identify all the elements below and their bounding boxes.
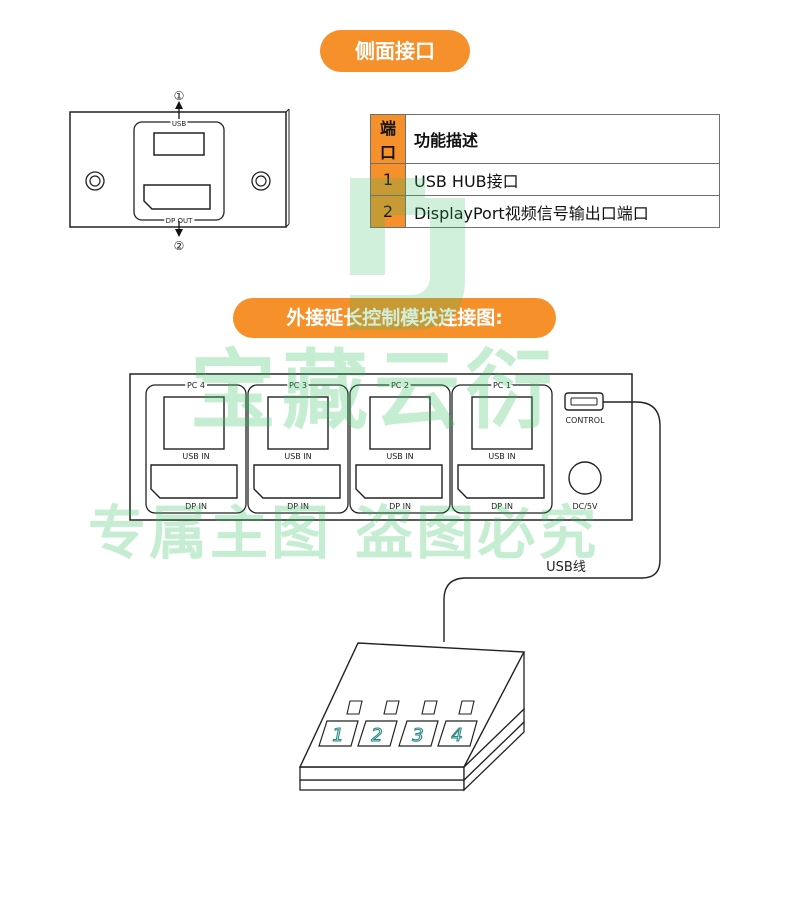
- section-title-connection-diagram: 外接延长控制模块连接图:: [233, 298, 556, 338]
- led-indicator: [421, 700, 438, 715]
- key-label: 4: [451, 725, 462, 746]
- pc-label: PC 4: [187, 381, 205, 390]
- led-indicator: [346, 700, 363, 715]
- pc-port-group-3: PC 3 USB IN DP IN: [247, 379, 349, 514]
- screw-right: [251, 171, 271, 191]
- pc-port-group-4: PC 4 USB IN DP IN: [145, 379, 247, 514]
- table-header-row: 端口 功能描述: [370, 114, 720, 164]
- connection-diagram: PC 4 USB IN DP IN PC 3 USB IN DP IN PC 2…: [129, 373, 661, 792]
- port-table: 端口 功能描述 1 USB HUB接口 2 DisplayPort视频信号输出口…: [370, 114, 720, 228]
- usb-in-label: USB IN: [386, 452, 413, 461]
- side-panel-diagram: USB DP OUT ① ②: [69, 89, 290, 253]
- dp-in-label: DP IN: [185, 502, 207, 511]
- table-cell-desc: DisplayPort视频信号输出口端口: [405, 195, 720, 228]
- table-cell-port: 2: [370, 195, 406, 228]
- power-jack: [568, 461, 602, 495]
- keypad-key-4[interactable]: 4: [437, 700, 478, 747]
- dp-in-port: [355, 464, 443, 499]
- usb-port: [153, 132, 205, 156]
- usb-in-label: USB IN: [182, 452, 209, 461]
- key-label: 3: [412, 725, 423, 746]
- dp-in-label: DP IN: [491, 502, 513, 511]
- dp-in-port: [253, 464, 341, 499]
- arrow-down-icon: [175, 229, 183, 237]
- marker-2: ②: [174, 239, 185, 253]
- pc-port-group-2: PC 2 USB IN DP IN: [349, 379, 451, 514]
- usb-in-port: [163, 396, 225, 450]
- usb-in-port: [267, 396, 329, 450]
- table-row: 2 DisplayPort视频信号输出口端口: [370, 195, 720, 228]
- power-label: DC/5V: [572, 502, 598, 511]
- dp-port: [143, 184, 211, 210]
- keypad-key-3[interactable]: 3: [398, 700, 439, 747]
- usb-in-port: [369, 396, 431, 450]
- watermark-logo-mark: [350, 178, 465, 330]
- table-header-desc: 功能描述: [405, 114, 720, 164]
- key-label: 2: [371, 725, 382, 746]
- pc-label: PC 1: [493, 381, 511, 390]
- keypad-device: [298, 642, 526, 792]
- dp-in-label: DP IN: [389, 502, 411, 511]
- keypad-key-1[interactable]: 1: [318, 700, 363, 747]
- dp-in-label: DP IN: [287, 502, 309, 511]
- arrow-up-icon: [175, 101, 183, 109]
- usb-in-label: USB IN: [284, 452, 311, 461]
- control-label: CONTROL: [565, 416, 605, 425]
- table-header-port: 端口: [370, 114, 406, 164]
- dp-in-port: [150, 464, 238, 499]
- pc-port-group-1: PC 1 USB IN DP IN: [451, 379, 553, 514]
- usb-in-label: USB IN: [488, 452, 515, 461]
- pc-label: PC 2: [391, 381, 409, 390]
- usb-cable: [443, 401, 661, 642]
- key-label: 1: [332, 725, 343, 746]
- cable-label: USB线: [546, 560, 586, 575]
- keypad-key-2[interactable]: 2: [357, 700, 400, 747]
- led-indicator: [458, 700, 475, 715]
- marker-1: ①: [174, 89, 185, 103]
- screw-left: [85, 171, 105, 191]
- led-indicator: [383, 700, 400, 715]
- dp-in-port: [457, 464, 545, 499]
- pc-label: PC 3: [289, 381, 307, 390]
- usb-label: USB: [172, 120, 187, 128]
- usb-in-port: [471, 396, 533, 450]
- section-title-side-ports: 侧面接口: [320, 30, 470, 72]
